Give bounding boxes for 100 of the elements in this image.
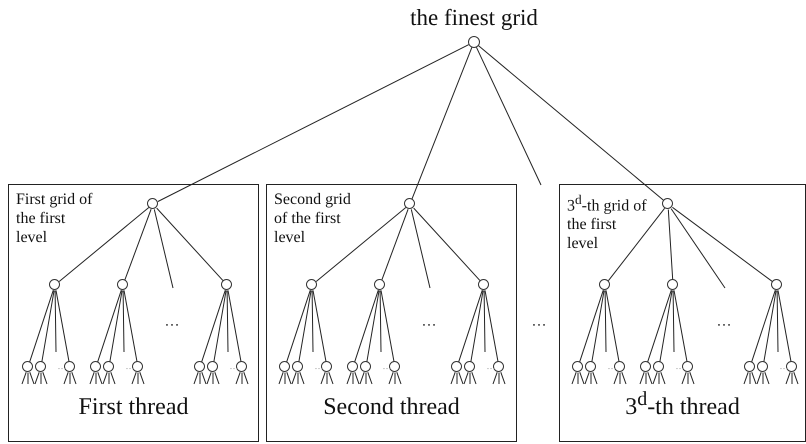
connector-line (312, 290, 326, 362)
ellipsis: … (608, 361, 616, 371)
tree-node-circle (667, 279, 678, 290)
connector-line (670, 208, 726, 288)
tree-node-circle (771, 279, 782, 290)
connector-line (124, 290, 138, 362)
connector-line (410, 208, 430, 288)
ellipsis: … (532, 314, 548, 330)
connector-line (579, 290, 604, 362)
thread-panel (559, 184, 806, 442)
tree-node-circle (451, 361, 462, 372)
connector-line (591, 290, 605, 362)
ellipsis: … (716, 314, 734, 330)
connector-line (58, 207, 150, 282)
connector-line (124, 208, 152, 280)
panel-label: First thread (78, 393, 190, 421)
tree-node-circle (464, 361, 475, 372)
connector-line (652, 372, 658, 384)
tree-node-circle (103, 361, 114, 372)
tree-node-circle (786, 361, 797, 372)
tree-node-circle (374, 279, 385, 290)
connector-line (228, 290, 242, 362)
connector-line (764, 372, 770, 384)
tree-node-circle (585, 361, 596, 372)
connector-line (34, 372, 40, 384)
connector-line (471, 372, 476, 384)
grid-caption: 3$^{d}$-th grid of the first level (567, 191, 648, 254)
connector-line (604, 290, 606, 352)
connector-line (394, 372, 396, 384)
connector-line (478, 45, 664, 201)
connector-line (380, 290, 382, 352)
ellipsis: … (58, 361, 66, 371)
connector-line (40, 372, 42, 384)
connector-line (614, 372, 619, 384)
ellipsis: … (314, 361, 324, 371)
connector-line (484, 290, 486, 352)
connector-line (660, 372, 666, 384)
connector-line (157, 44, 470, 202)
connector-line (498, 372, 500, 384)
tree-node-circle (744, 361, 755, 372)
tree-node-circle (132, 361, 143, 372)
connector-line (640, 372, 645, 384)
tree-node-circle (194, 361, 205, 372)
connector-line (778, 290, 792, 362)
connector-line (744, 372, 749, 384)
connector-line (762, 372, 764, 384)
tree-node-circle (493, 361, 504, 372)
connector-line (354, 372, 360, 384)
thread-panel (266, 184, 517, 442)
tree-node-circle (117, 279, 128, 290)
tree-node-circle (221, 279, 232, 290)
connector-line (763, 290, 777, 362)
connector-line (492, 372, 498, 384)
connector-line (286, 290, 311, 362)
connector-line (201, 372, 206, 384)
connector-line (54, 290, 56, 352)
tree-node-circle (35, 361, 46, 372)
connector-line (226, 290, 228, 352)
connector-line (41, 290, 55, 362)
connector-line (243, 372, 248, 384)
tree-node-circle (757, 361, 768, 372)
connector-line (132, 372, 137, 384)
connector-line (56, 290, 70, 362)
connector-line (458, 372, 464, 384)
connector-line (298, 290, 312, 362)
connector-line (212, 372, 214, 384)
connector-line (201, 290, 226, 362)
connector-line (672, 290, 674, 352)
connector-line (29, 290, 54, 362)
connector-line (450, 372, 456, 384)
connector-line (22, 372, 27, 384)
ellipsis: … (230, 361, 238, 371)
connector-line (286, 372, 292, 384)
tree-node-circle (49, 279, 60, 290)
tree-node-circle (292, 361, 303, 372)
connector-line (71, 372, 76, 384)
connector-line (354, 290, 379, 362)
tree-node-circle (147, 198, 158, 209)
ellipsis: … (780, 361, 788, 371)
connector-line (672, 206, 774, 282)
connector-line (396, 372, 402, 384)
ellipsis: … (676, 361, 684, 371)
tree-node-circle (347, 361, 358, 372)
connector-line (320, 372, 326, 384)
connector-line (214, 372, 220, 384)
connector-line (751, 290, 776, 362)
connector-line (381, 208, 409, 280)
connector-line (29, 372, 34, 384)
connector-line (751, 372, 756, 384)
connector-line (328, 372, 334, 384)
ellipsis: … (164, 314, 182, 330)
tree-node-circle (279, 361, 290, 372)
connector-line (299, 372, 304, 384)
tree-node-circle (404, 198, 415, 209)
connector-line (352, 372, 354, 384)
connector-line (284, 372, 286, 384)
connector-line (122, 290, 124, 352)
connector-line (659, 290, 673, 362)
connector-line (476, 46, 542, 186)
connector-line (380, 290, 394, 362)
